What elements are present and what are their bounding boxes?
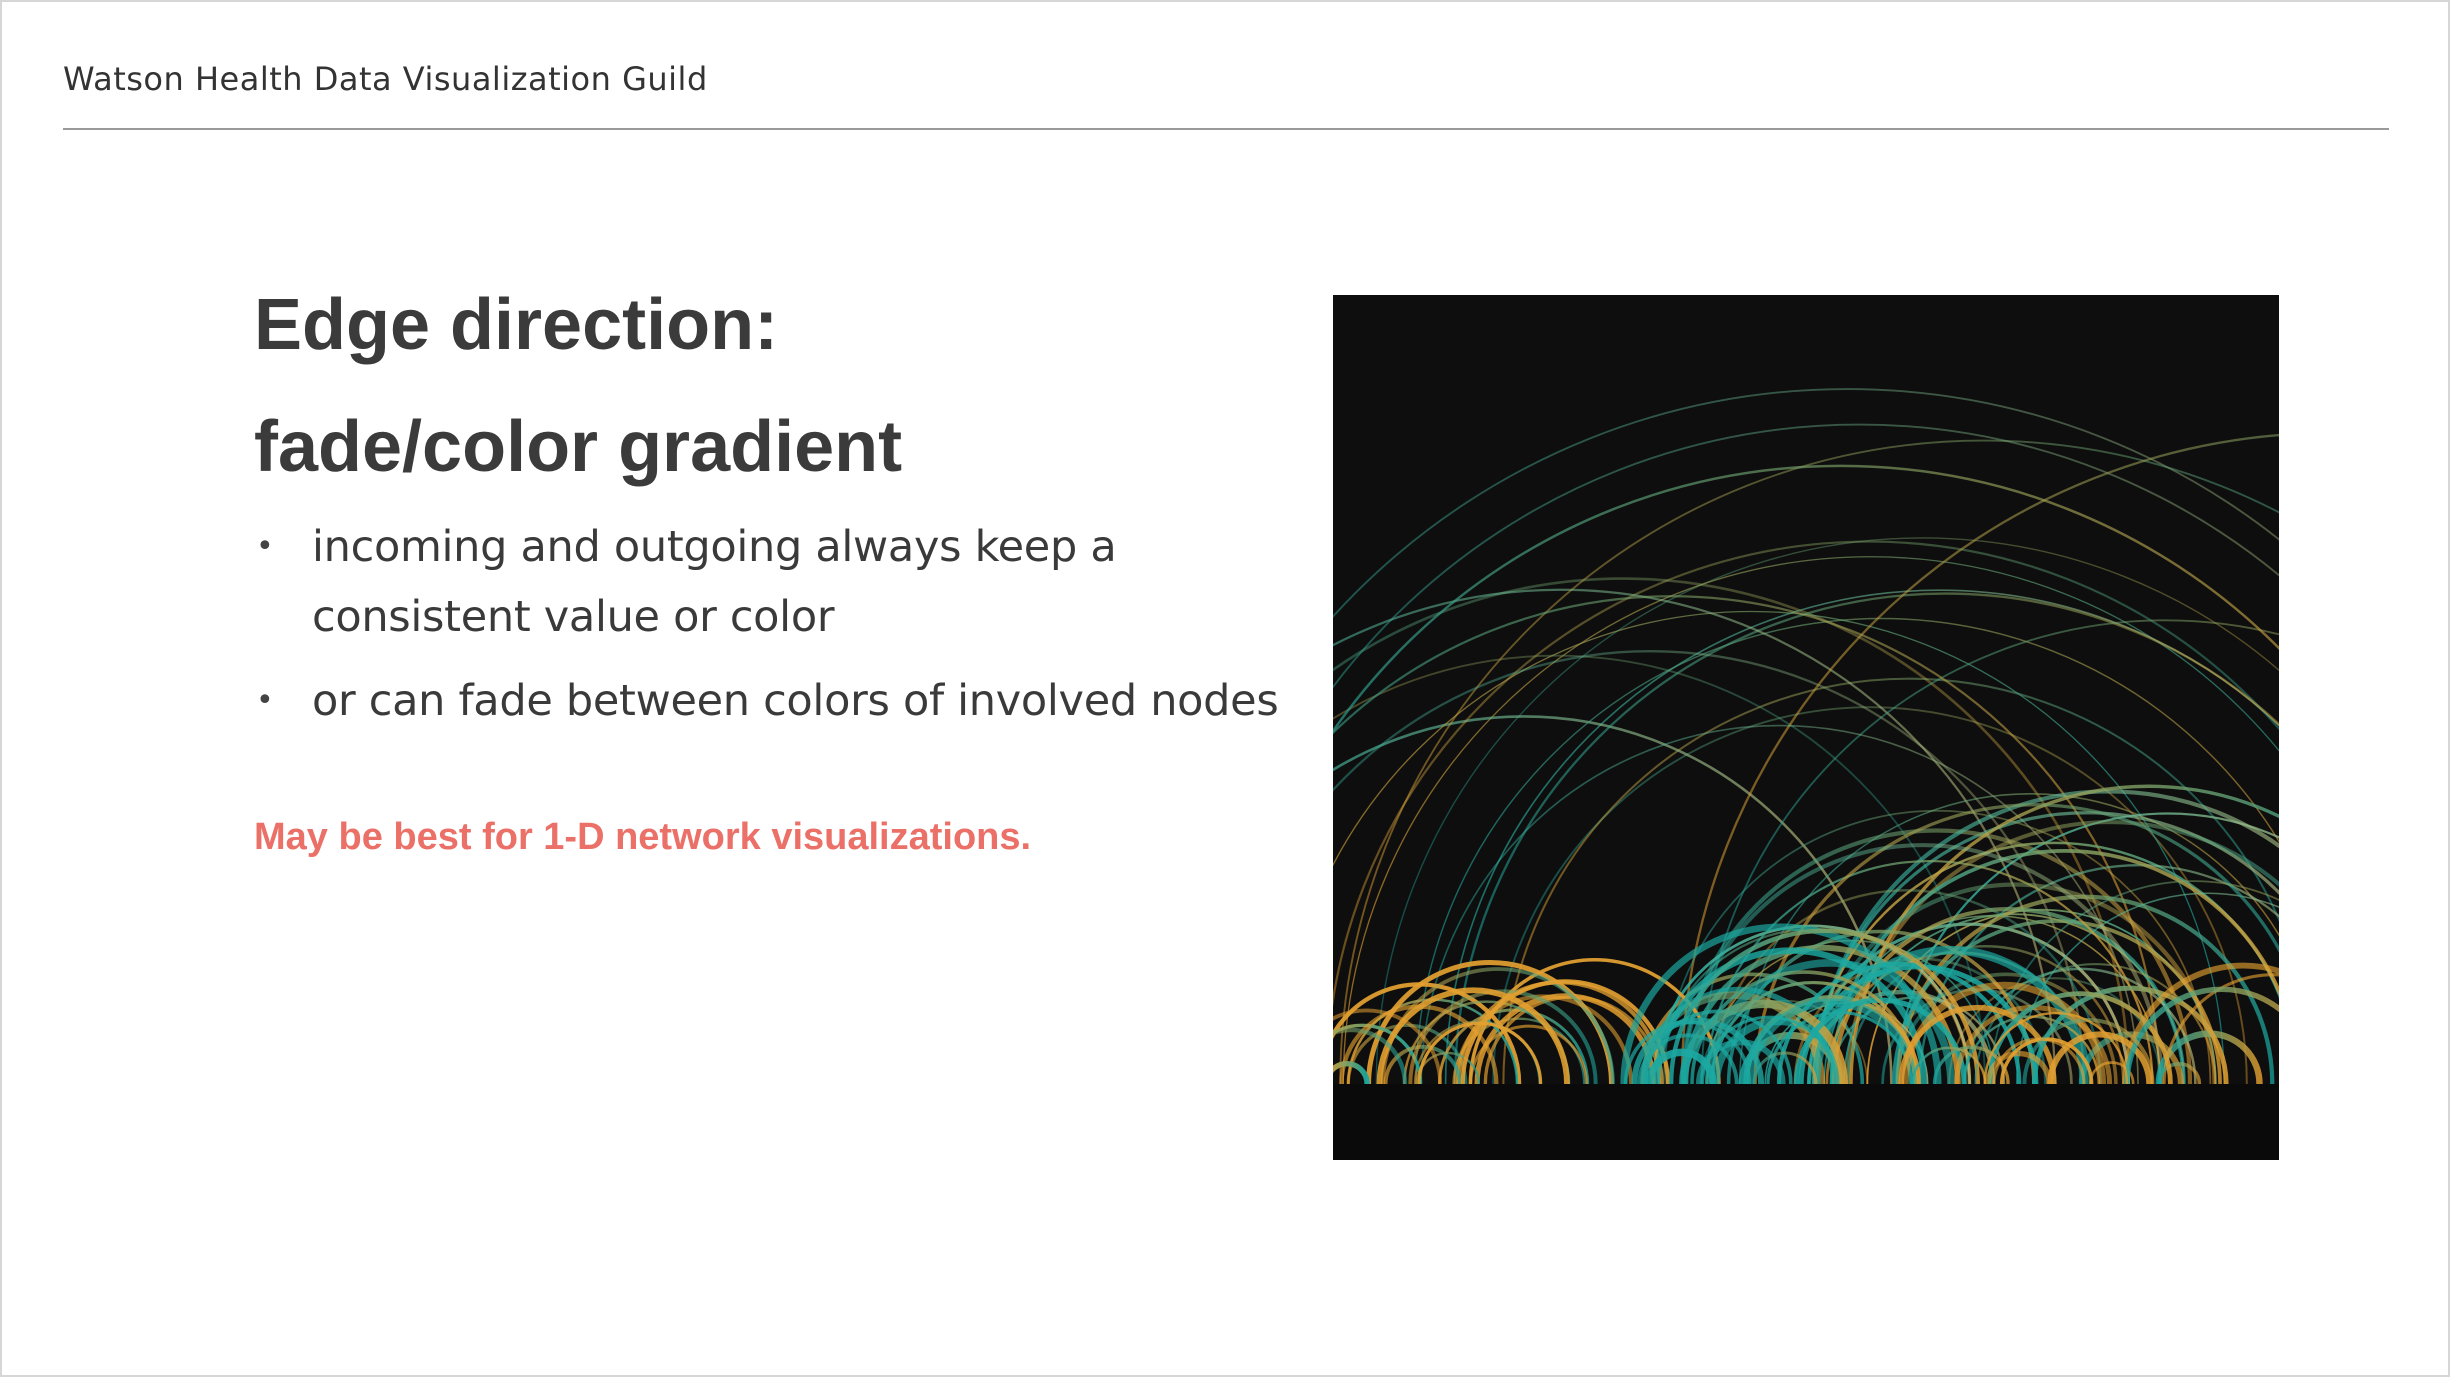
network-arc xyxy=(1653,947,1928,1085)
network-arc xyxy=(1469,1024,1588,1085)
network-arc xyxy=(1911,1046,1987,1085)
network-arc xyxy=(1420,724,2139,1085)
header-title: Watson Health Data Visualization Guild xyxy=(63,60,708,98)
network-arc xyxy=(1492,706,2248,1085)
bullet-dot-icon: • xyxy=(256,529,274,564)
network-arc xyxy=(2047,1031,2153,1085)
network-arc xyxy=(1646,1048,1717,1085)
network-arc xyxy=(1417,1021,1543,1085)
slide-title-line-2: fade/color gradient xyxy=(254,407,903,487)
network-arc xyxy=(1681,843,2164,1085)
network-arc xyxy=(1901,981,2107,1085)
network-arc xyxy=(1339,439,2279,1085)
highlight-note: May be best for 1-D network visualizatio… xyxy=(254,816,1032,858)
network-arc xyxy=(1813,882,2217,1085)
bullet-text: incoming and outgoing always keep a cons… xyxy=(312,522,1117,642)
network-arc xyxy=(1415,617,2279,1085)
network-arc xyxy=(2157,1062,2202,1085)
network-arc xyxy=(1690,970,1918,1085)
network-arc xyxy=(1333,540,2279,1008)
network-arc xyxy=(1620,923,1942,1085)
bullet-text: or can fade between colors of involved n… xyxy=(312,676,1279,726)
network-arc xyxy=(1987,991,2173,1085)
network-arc xyxy=(1453,994,1634,1085)
network-arc xyxy=(1989,880,2279,1085)
network-arc xyxy=(1333,1008,1443,1085)
network-arc xyxy=(1726,929,2036,1085)
arc-group xyxy=(1333,389,2279,1084)
network-arc xyxy=(1679,999,1848,1085)
bullet-dot-icon: • xyxy=(256,683,274,718)
network-arc xyxy=(2162,973,2279,1085)
header-divider xyxy=(63,128,2389,130)
network-arc xyxy=(1682,944,1961,1085)
network-arc xyxy=(1376,987,1570,1085)
network-arc xyxy=(1974,963,2217,1085)
network-arc xyxy=(1932,1045,2010,1085)
network-arc xyxy=(1502,677,2279,1085)
network-arc xyxy=(1985,1050,2052,1085)
arc-diagram-graphic xyxy=(1333,295,2279,1160)
network-arc xyxy=(1738,793,2279,1085)
network-arc xyxy=(2122,963,2279,1085)
arc-diagram-image xyxy=(1333,295,2279,1160)
bullet-list: • incoming and outgoing always keep a co… xyxy=(254,512,1304,750)
network-arc xyxy=(1333,715,1893,1085)
baseline-band xyxy=(1333,1084,2279,1160)
network-arc xyxy=(1333,595,2161,1085)
bullet-item: • incoming and outgoing always keep a co… xyxy=(254,512,1304,652)
network-arc xyxy=(1333,650,2085,1085)
network-arc xyxy=(1668,928,1980,1085)
network-arc xyxy=(1333,1027,1408,1085)
network-arc xyxy=(1453,593,2279,1085)
network-arc xyxy=(1983,1011,2129,1085)
bullet-item: • or can fade between colors of involved… xyxy=(254,666,1304,736)
slide-title-line-1: Edge direction: xyxy=(254,285,779,365)
network-arc xyxy=(1333,1061,1370,1085)
network-arc xyxy=(1752,1051,1818,1085)
network-arc xyxy=(1444,589,2279,1085)
network-arc xyxy=(1918,864,2279,1085)
network-arc xyxy=(1704,959,1955,1085)
network-arc xyxy=(1700,620,2279,1085)
network-arc xyxy=(1639,991,1826,1085)
slide-title: Edge direction: fade/color gradient xyxy=(254,264,902,508)
network-arc xyxy=(1745,998,1917,1085)
network-arc xyxy=(1383,1044,1462,1085)
network-arc xyxy=(1408,989,1598,1085)
